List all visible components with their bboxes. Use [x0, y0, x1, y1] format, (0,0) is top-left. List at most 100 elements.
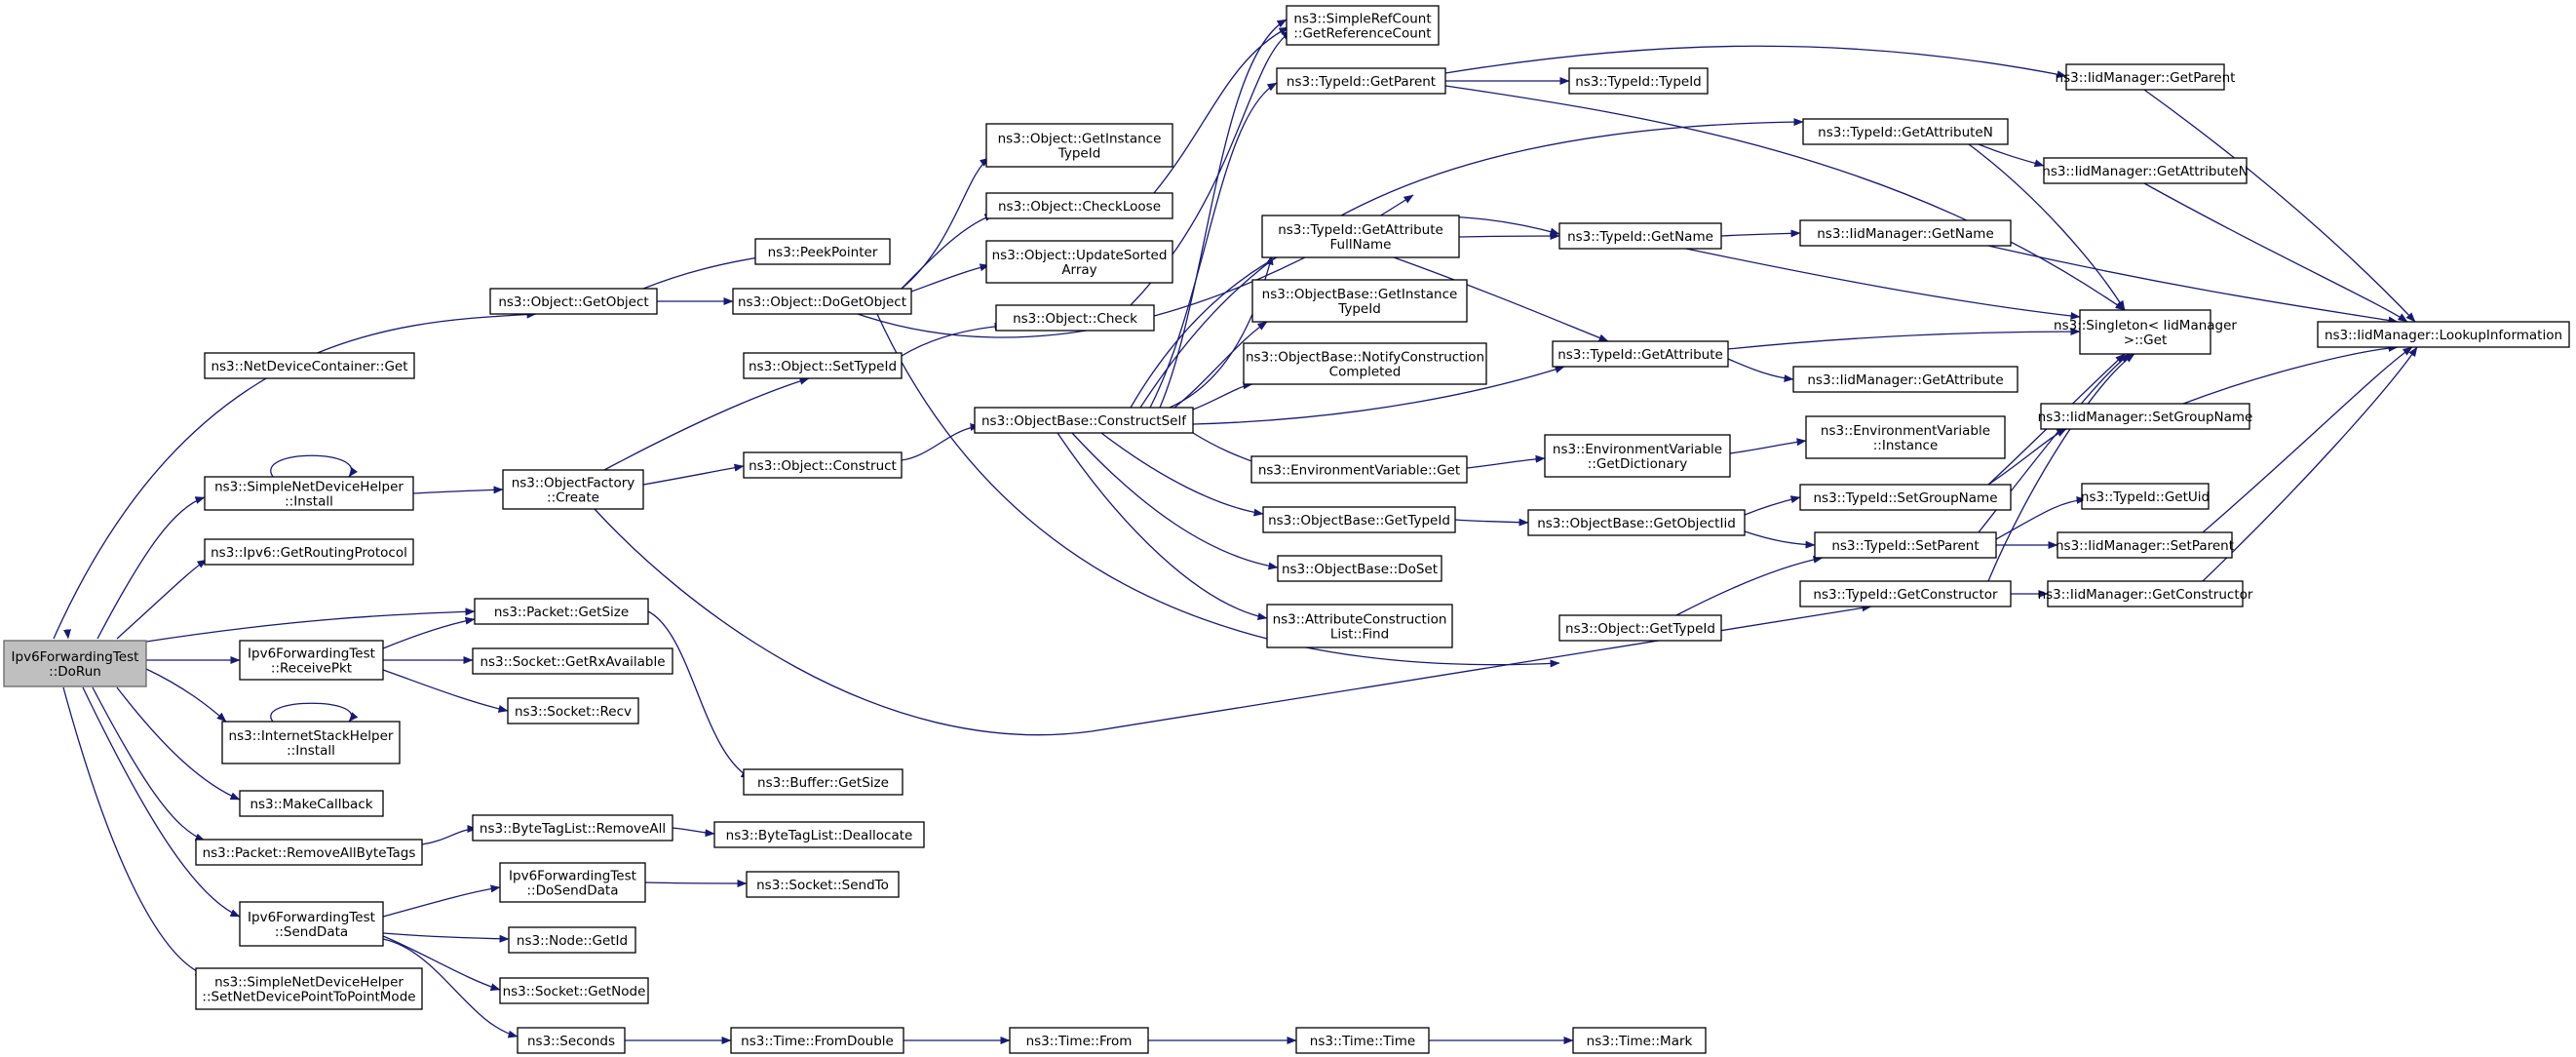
node-box — [754, 238, 891, 265]
node-setP2P[interactable]: ns3::SimpleNetDeviceHelper::SetNetDevice… — [195, 967, 423, 1010]
node-makeCallback[interactable]: ns3::MakeCallback — [239, 790, 384, 817]
node-box — [2043, 157, 2248, 184]
node-constructSelf[interactable]: ns3::ObjectBase::ConstructSelf — [974, 407, 1194, 434]
node-iidLookup[interactable]: ns3::IidManager::LookupInformation — [2317, 321, 2570, 348]
node-ndcGet[interactable]: ns3::NetDeviceContainer::Get — [204, 352, 415, 379]
node-label: ns3::ObjectFactory — [512, 476, 635, 491]
node-iidGetAttribute[interactable]: ns3::IidManager::GetAttribute — [1792, 366, 2019, 393]
node-tidGetAttrN[interactable]: ns3::TypeId::GetAttributeN — [1802, 118, 2009, 145]
node-label: ns3::IidManager::GetConstructor — [2038, 587, 2253, 603]
node-nodeGetId[interactable]: ns3::Node::GetId — [508, 926, 636, 954]
node-label: List::Find — [1330, 627, 1389, 643]
node-tidGetUid[interactable]: ns3::TypeId::GetUid — [2081, 483, 2210, 510]
node-box — [1805, 415, 2006, 459]
node-snhInstall[interactable]: ns3::SimpleNetDeviceHelper::Install — [204, 476, 414, 511]
node-objCheck[interactable]: ns3::Object::Check — [995, 304, 1155, 332]
edge-sendData-to-sockGetNode — [382, 935, 501, 992]
node-sockGetRx[interactable]: ns3::Socket::GetRxAvailable — [472, 647, 673, 675]
edge-doGetObject-to-objGetTypeId — [876, 313, 1560, 668]
edge-envGet-to-envGetDict — [1466, 454, 1546, 469]
node-box — [1527, 509, 1746, 536]
node-box — [985, 192, 1173, 219]
node-iidGetAttrN[interactable]: ns3::IidManager::GetAttributeN — [2042, 157, 2249, 184]
node-pktGetSize[interactable]: ns3::Packet::GetSize — [474, 598, 649, 625]
node-timeFrom[interactable]: ns3::Time::From — [1009, 1027, 1149, 1054]
node-obGetObjectIid[interactable]: ns3::ObjectBase::GetObjectIid — [1527, 509, 1746, 536]
node-factoryCreate[interactable]: ns3::ObjectFactory::Create — [502, 469, 644, 510]
node-tidGetConstructor[interactable]: ns3::TypeId::GetConstructor — [1799, 580, 2012, 607]
node-label: ns3::Object::SetTypeId — [749, 359, 897, 374]
node-iidGetConstructor[interactable]: ns3::IidManager::GetConstructor — [2038, 580, 2253, 607]
node-doGetObject[interactable]: ns3::Object::DoGetObject — [732, 288, 912, 315]
node-singletonGet[interactable]: ns3::Singleton< IidManager >::Get — [2054, 309, 2237, 355]
node-removeAllByteTags[interactable]: ns3::Packet::RemoveAllByteTags — [195, 839, 423, 866]
node-tidGetAttribute[interactable]: ns3::TypeId::GetAttribute — [1552, 340, 1729, 368]
node-label: ::ReceivePkt — [271, 661, 352, 677]
node-box — [995, 304, 1155, 332]
node-timeMark[interactable]: ns3::Time::Mark — [1572, 1027, 1707, 1054]
node-iidGetParent[interactable]: ns3::IidManager::GetParent — [2056, 63, 2236, 91]
node-root[interactable]: Ipv6ForwardingTest::DoRun — [3, 640, 147, 687]
edge-tidGetParent-to-singletonGet — [1444, 85, 2126, 311]
node-checkLoose[interactable]: ns3::Object::CheckLoose — [985, 192, 1173, 219]
node-bufGetSize[interactable]: ns3::Buffer::GetSize — [743, 768, 904, 796]
node-label: ns3::SimpleNetDeviceHelper — [214, 480, 404, 495]
node-sockGetNode[interactable]: ns3::Socket::GetNode — [499, 977, 649, 1004]
node-obDoSet[interactable]: ns3::ObjectBase::DoSet — [1277, 555, 1442, 582]
node-tidTypeId[interactable]: ns3::TypeId::TypeId — [1568, 67, 1709, 95]
node-doSendData[interactable]: Ipv6ForwardingTest::DoSendData — [499, 862, 646, 903]
node-label: ::SendData — [275, 924, 348, 940]
node-box — [507, 697, 639, 724]
node-sendData[interactable]: Ipv6ForwardingTest::SendData — [239, 901, 384, 947]
node-receivePkt[interactable]: Ipv6ForwardingTest::ReceivePkt — [239, 640, 384, 681]
node-label: ns3::Object::GetInstance — [998, 132, 1162, 147]
node-box — [1261, 215, 1460, 258]
node-envGetDict[interactable]: ns3::EnvironmentVariable::GetDictionary — [1544, 434, 1731, 478]
node-envGet[interactable]: ns3::EnvironmentVariable::Get — [1250, 455, 1468, 484]
node-iidSetParent[interactable]: ns3::IidManager::SetParent — [2056, 531, 2234, 559]
node-ipv6GetRouting[interactable]: ns3::Ipv6::GetRoutingProtocol — [204, 538, 414, 566]
edge-removeAllByteTags-to-btlRemoveAll — [421, 825, 478, 845]
node-peekPointer[interactable]: ns3::PeekPointer — [754, 238, 891, 265]
node-iidSetGroupName[interactable]: ns3::IidManager::SetGroupName — [2038, 403, 2253, 430]
edge-constructSelf-to-tidGetAttribute — [1192, 366, 1565, 425]
node-label: ns3::TypeId::TypeId — [1575, 74, 1702, 90]
edge-objConstruct-to-constructSelf — [901, 422, 980, 461]
edge-tidGetName-to-singletonGet — [1685, 248, 2081, 320]
node-ishInstall[interactable]: ns3::InternetStackHelper::Install — [221, 721, 401, 764]
node-getRefCount[interactable]: ns3::SimpleRefCount::GetReferenceCount — [1286, 5, 1440, 46]
node-label: ::GetDictionary — [1588, 456, 1687, 472]
node-objConstruct[interactable]: ns3::Object::Construct — [743, 451, 903, 479]
node-tidGetParent[interactable]: ns3::TypeId::GetParent — [1276, 67, 1446, 95]
node-envInstance[interactable]: ns3::EnvironmentVariable::Instance — [1805, 415, 2006, 459]
node-setTypeId[interactable]: ns3::Object::SetTypeId — [743, 352, 903, 379]
edge-envGetDict-to-envInstance — [1729, 438, 1807, 454]
node-objGetTypeId[interactable]: ns3::Object::GetTypeId — [1558, 614, 1722, 642]
node-obGetTypeId[interactable]: ns3::ObjectBase::GetTypeId — [1262, 506, 1456, 533]
node-tidGetName[interactable]: ns3::TypeId::GetName — [1558, 222, 1722, 250]
edge-sendData-to-nodeGetId — [382, 932, 510, 943]
edge-doGetObject-to-checkLoose — [901, 214, 995, 290]
node-iidGetName[interactable]: ns3::IidManager::GetName — [1799, 219, 2012, 247]
node-box — [221, 721, 401, 764]
edge-constructSelf-to-notifyConstruction — [1192, 381, 1253, 411]
node-tidSetParent[interactable]: ns3::TypeId::SetParent — [1814, 531, 1997, 559]
edge-tidGetAttribute-to-iidGetAttribute — [1727, 358, 1794, 383]
node-btlRemoveAll[interactable]: ns3::ByteTagList::RemoveAll — [472, 814, 673, 842]
node-objGetObject[interactable]: ns3::Object::GetObject — [489, 288, 658, 315]
node-timeTime[interactable]: ns3::Time::Time — [1295, 1027, 1430, 1054]
node-tidSetGroupName[interactable]: ns3::TypeId::SetGroupName — [1799, 484, 2012, 511]
node-fromDouble[interactable]: ns3::Time::FromDouble — [730, 1027, 904, 1054]
node-sockSendTo[interactable]: ns3::Socket::SendTo — [746, 871, 900, 898]
node-seconds[interactable]: ns3::Seconds — [517, 1027, 626, 1054]
node-box — [2081, 483, 2210, 510]
node-notifyConstruction[interactable]: ns3::ObjectBase::NotifyConstructionCompl… — [1243, 342, 1487, 385]
node-btlDealloc[interactable]: ns3::ByteTagList::Deallocate — [713, 821, 925, 848]
node-sockRecv[interactable]: ns3::Socket::Recv — [507, 697, 639, 724]
node-box — [239, 790, 384, 817]
